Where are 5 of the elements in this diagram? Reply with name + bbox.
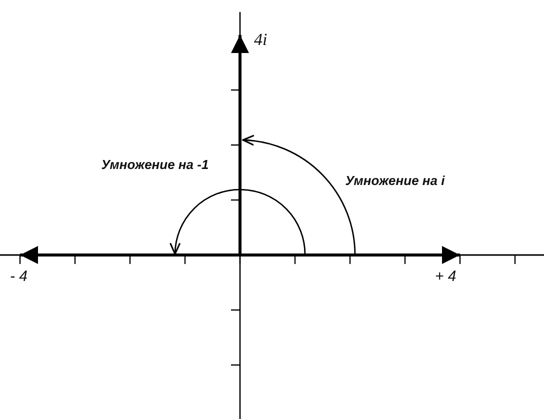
- axis-label: 4i: [254, 30, 268, 50]
- axis-label: + 4: [435, 268, 458, 286]
- operation-label: Умножение на -1: [100, 158, 210, 173]
- axis-label: - 4: [10, 268, 29, 286]
- operation-label: Умножение на i: [345, 174, 445, 189]
